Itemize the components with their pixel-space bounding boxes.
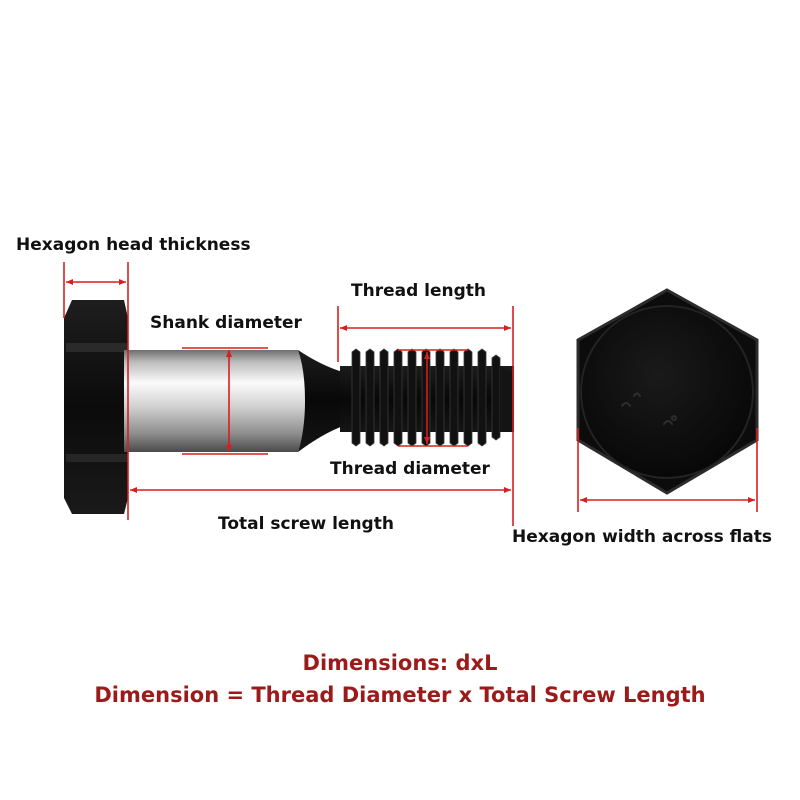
hex-head-top-face [66,343,128,352]
thread-crests [351,348,501,447]
head-marking [621,392,677,425]
label-thread-diameter: Thread diameter [330,459,490,479]
neck [298,350,343,452]
footer-dimensions: Dimensions: dxL [302,651,498,675]
shank [124,350,305,452]
label-head-thickness: Hexagon head thickness [16,235,251,255]
thread-tip [500,366,514,432]
bolt-side-view [64,300,514,514]
hex-end-face [581,306,753,478]
hex-head-bottom-face [66,454,128,462]
label-shank-diameter: Shank diameter [150,313,302,333]
hex-end-face-rim [580,305,754,479]
hex-end-view [576,288,759,495]
hex-end-edge-highlight [576,288,759,495]
label-thread-length: Thread length [351,281,487,301]
label-width-across-flats: Hexagon width across flats [512,527,772,547]
dimension-lines [63,262,758,526]
label-total-length: Total screw length [218,514,394,534]
hex-head [64,300,128,514]
footer-formula: Dimension = Thread Diameter x Total Scre… [94,683,706,707]
